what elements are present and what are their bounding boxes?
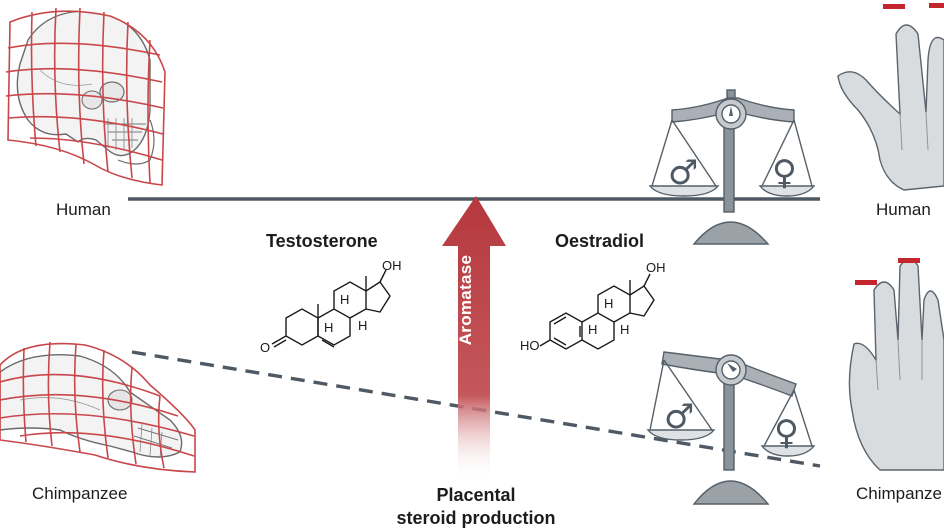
chimpanzee-skull-illustration [0,341,196,473]
testosterone-h-label-1: H [340,292,349,307]
human-female-symbol: ♀ [772,153,797,193]
chimpanzee-left-label: Chimpanzee [32,484,128,503]
testosterone-structure [271,269,391,348]
chimpanzee-hand-illustration [848,258,944,471]
aromatase-arrow [442,196,506,480]
oestradiol-ho-label: HO [520,338,540,353]
placental-label-line2: steroid production [396,508,556,528]
placental-label-line1: Placental [436,485,516,505]
chimpanzee-right-label: Chimpanze [856,484,942,503]
testosterone-h-label-2: H [324,320,333,335]
testosterone-label: Testosterone [266,231,378,251]
oestradiol-oh-label: OH [646,260,666,275]
testosterone-o-label: O [260,340,270,355]
human-scale [648,89,816,245]
chimpanzee-scale [646,351,816,505]
oestradiol-structure [539,273,655,350]
human-left-label: Human [56,200,111,219]
aromatase-label: Aromatase [456,254,475,346]
chimpanzee-male-symbol: ♂ [664,397,694,437]
oestradiol-h-label-1: H [604,296,613,311]
testosterone-h-label-3: H [358,318,367,333]
human-male-symbol: ♂ [668,153,698,193]
oestradiol-h-label-2: H [588,322,597,337]
chimpanzee-female-symbol: ♀ [774,413,799,453]
human-skull-illustration [5,7,166,186]
testosterone-oh-label: OH [382,258,402,273]
oestradiol-h-label-3: H [620,322,629,337]
human-hand-illustration [837,3,944,191]
oestradiol-label: Oestradiol [555,231,645,251]
human-right-label: Human [876,200,931,219]
